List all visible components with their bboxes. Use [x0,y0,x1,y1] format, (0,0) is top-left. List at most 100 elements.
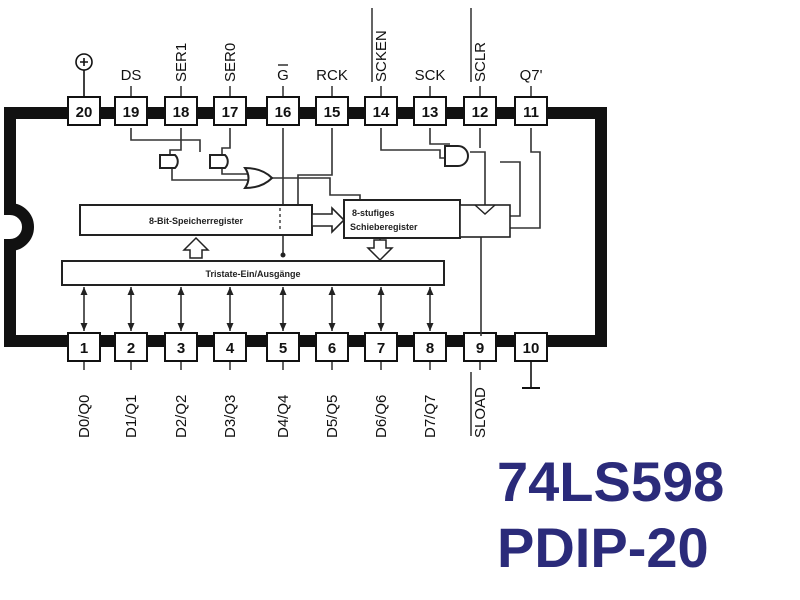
pin-box [463,96,497,126]
pin-15: 15 RCK [315,67,349,126]
pin-number: 14 [373,104,390,121]
pin-number: 8 [426,340,434,357]
shift-register-block [343,199,461,239]
pin-17: 17 SER0 [213,43,247,126]
pin-label: D5/Q5 [324,395,341,438]
pin-box [164,332,198,362]
pin-label: SLOAD [472,387,489,438]
pin-13: 13 SCK [413,67,447,126]
pin-20: 20 [67,53,101,126]
pin-number: 11 [523,104,539,121]
pin-label: D0/Q0 [76,395,93,438]
tristate-io-block [61,260,445,286]
io-arrow [80,287,88,331]
pin-number: 16 [275,104,292,121]
transfer-arrow [311,206,346,234]
io-arrow [226,287,234,331]
pin-label: G [277,67,289,84]
package-name: PDIP-20 [497,516,709,579]
pin-label: SER1 [173,43,190,82]
pin-box [67,332,101,362]
and-gate-3 [444,145,469,167]
pin-box [164,96,198,126]
pin-box [463,332,497,362]
ground-icon [522,361,540,389]
pin-number: 17 [222,104,239,121]
io-arrow [127,287,135,331]
pin-box [114,332,148,362]
and-gate-1 [159,154,179,169]
pin-number: 15 [324,104,341,121]
pin-number: 1 [80,340,88,357]
pin-box [364,96,398,126]
pin-number: 6 [328,340,336,357]
pin-14: 14 SCKEN [364,8,398,126]
pin-3: 3D2/Q2 [164,332,198,438]
pin-5: 5D4/Q4 [266,332,300,438]
pin-number: 5 [279,340,287,357]
io-arrow [279,287,287,331]
pin-label: D7/Q7 [422,395,439,438]
storage-register-block [79,204,313,236]
pin-label: SCLR [472,42,489,82]
pin-number: 19 [123,104,140,121]
pin-label: D3/Q3 [222,395,239,438]
logic-gates [159,145,469,190]
shift-register-label-2: Schieberegister [350,222,418,232]
bus-arrow-right [366,239,394,262]
bus-arrow-left [182,236,210,259]
io-arrow [377,287,385,331]
pin-box [67,96,101,126]
pin-box [213,332,247,362]
pin-box [315,96,349,126]
storage-register-label: 8-Bit-Speicherregister [149,216,244,226]
pin-4: 4D3/Q3 [213,332,247,438]
pin-box [514,96,548,126]
shift-register-label-1: 8-stufiges [352,208,395,218]
part-number: 74LS598 [497,450,725,513]
pin-11: 11 Q7' [514,67,548,126]
pin-label: D2/Q2 [173,395,190,438]
tristate-io-label: Tristate-Ein/Ausgänge [205,269,300,279]
pin-number: 20 [76,104,93,121]
pin-2: 2D1/Q1 [114,332,148,438]
vcc-plus-icon [75,53,93,97]
pin-number: 7 [377,340,385,357]
pin-7: 7D6/Q6 [364,332,398,438]
pin-box [315,332,349,362]
pin-label: Q7' [520,67,543,84]
pin-box [413,332,447,362]
and-gate-2 [209,154,229,169]
pin-label: SER0 [222,43,239,82]
pin-label: D6/Q6 [373,395,390,438]
pin-number: 10 [523,340,540,357]
pin-label: D1/Q1 [123,395,140,438]
clock-input-box [459,204,511,238]
pin-16: 16 G [266,64,300,126]
pin-10: 10 [514,332,548,389]
pin-12: 12 SCLR [463,8,497,126]
io-arrow [177,287,185,331]
pin-box [213,96,247,126]
io-arrows [80,287,434,331]
pin-number: 13 [422,104,439,121]
pin-number: 4 [226,340,235,357]
pin-box [114,96,148,126]
pin-6: 6D5/Q5 [315,332,349,438]
pin-number: 2 [127,340,135,357]
pin-8: 8D7/Q7 [413,332,447,438]
pin-box [514,332,548,362]
io-arrow [328,287,336,331]
pin-label: SCKEN [373,30,390,82]
pin-number: 3 [177,340,185,357]
pin-box [266,332,300,362]
pin-label: SCK [415,67,446,84]
pin-label: D4/Q4 [275,395,292,438]
pin-number: 12 [472,104,489,121]
io-arrow [426,287,434,331]
pin-label: RCK [316,67,348,84]
